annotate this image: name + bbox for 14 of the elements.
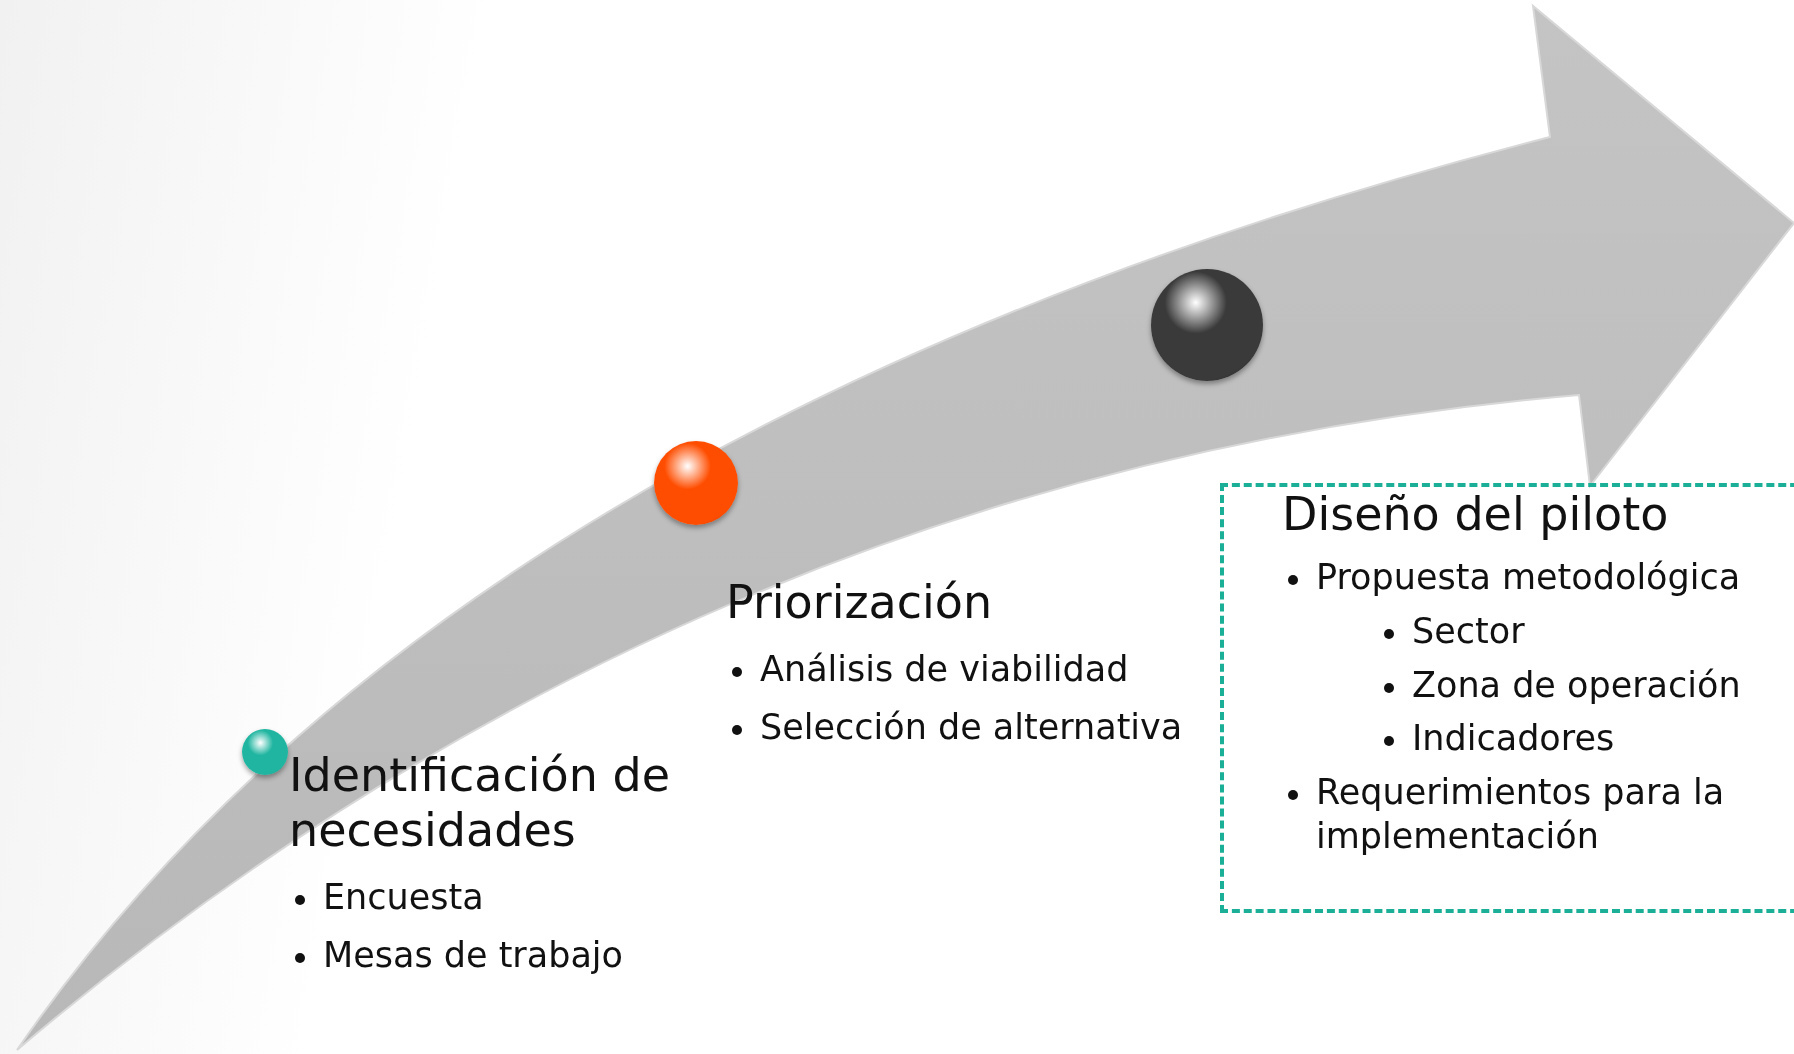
bullet-text: Encuesta	[323, 877, 484, 918]
bullet-text: Mesas de trabajo	[323, 935, 623, 976]
bullet-text: Requerimientos para la implementación	[1316, 772, 1725, 856]
dashed-box	[1220, 483, 1794, 913]
bullet-text: Propuesta metodológica	[1316, 557, 1741, 598]
stage-heading: Identificación de necesidades	[289, 748, 671, 859]
bullet-text: Análisis de viabilidad	[760, 649, 1129, 690]
bullet-text: Indicadores	[1412, 718, 1615, 759]
stage-heading: Priorización	[726, 575, 993, 631]
circle-marker	[242, 729, 288, 775]
section-heading: Diseño del piloto	[1282, 487, 1669, 543]
bullet-text: Sector	[1412, 610, 1525, 651]
bullet-text: Zona de operación	[1412, 664, 1741, 705]
bullet-text: Selección de alternativa	[760, 706, 1183, 747]
